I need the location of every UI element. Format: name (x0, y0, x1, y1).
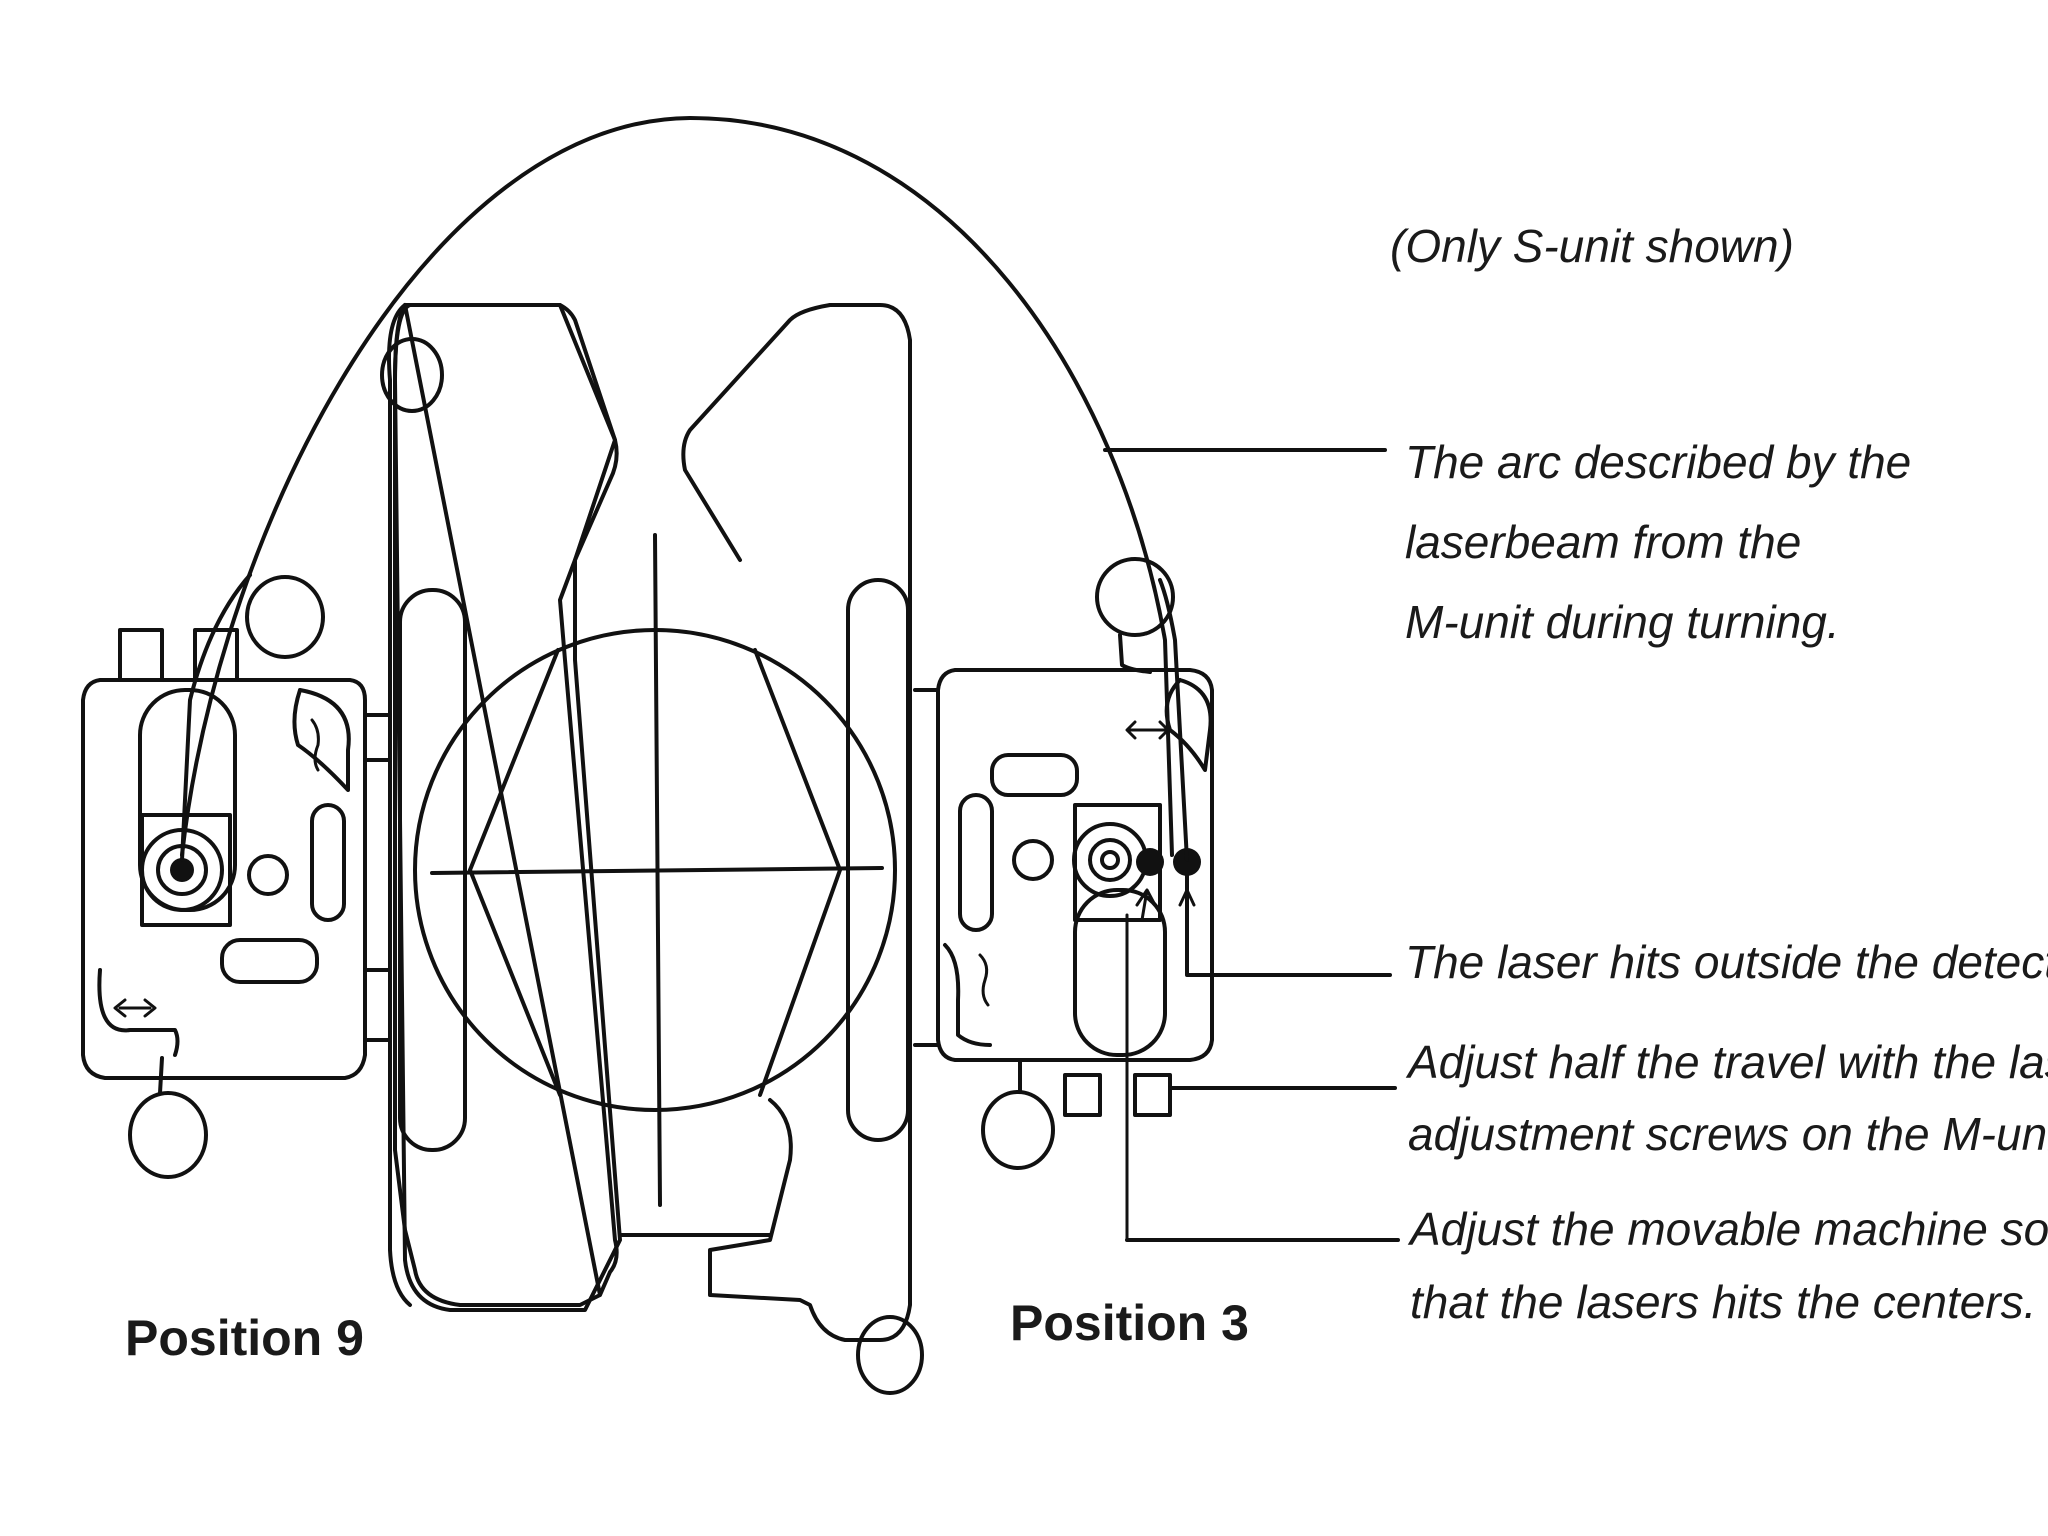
adjust-machine-annotation-line-2: that the lasers hits the centers. (1410, 1276, 2036, 1328)
laser-outside-annotation: The laser hits outside the detector. (1405, 936, 2048, 988)
left-laser-beam (180, 573, 252, 862)
note-only-s-unit: (Only S-unit shown) (1390, 220, 1794, 272)
arc-annotation-line-2: laserbeam from the (1405, 516, 1801, 568)
adjust-half-annotation-line-2: adjustment screws on the M-unit. (1408, 1108, 2048, 1160)
laser-arc (180, 116, 1174, 857)
position-left-label: Position 9 (125, 1310, 364, 1366)
shaft-bracket (380, 303, 924, 1395)
arc-annotation-line-3: M-unit during turning. (1405, 596, 1840, 648)
arc-annotation-line-1: The arc described by the (1405, 436, 1911, 488)
adjust-machine-annotation-line-1: Adjust the movable machine so (1407, 1203, 2048, 1255)
right-laser-beam (1158, 578, 1189, 862)
adjust-half-annotation-line-1: Adjust half the travel with the laser- (1405, 1036, 2048, 1088)
leader-lines (1103, 448, 1400, 1242)
left-s-unit (81, 575, 392, 1179)
position-right-label: Position 3 (1010, 1295, 1249, 1351)
right-s-unit (913, 557, 1214, 1242)
